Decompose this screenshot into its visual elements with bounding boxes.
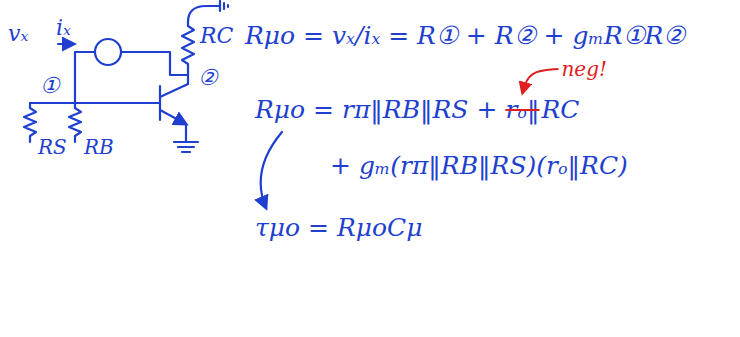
- transistor-collector: [160, 84, 188, 97]
- leader-arrow: [261, 132, 282, 208]
- node-number: ①: [40, 74, 60, 98]
- ground-symbol: [220, 1, 228, 11]
- resistor-label: RC: [200, 24, 233, 48]
- correction-arrow: [522, 69, 558, 93]
- resistor-label: RB: [84, 136, 114, 158]
- signal-name: iₓ: [56, 16, 71, 40]
- equation: + gₘ(rπ‖RB‖RS)(rₒ‖RC): [330, 152, 628, 180]
- resistor-symbol: [69, 103, 81, 142]
- crossed-term: rₒ‖: [505, 96, 539, 124]
- signal-name: vₓ: [8, 22, 28, 46]
- ground-symbol: [174, 142, 198, 152]
- equation: RC: [541, 96, 579, 124]
- equation: Rμo = rπ‖RB‖RS +: [255, 96, 497, 124]
- equation: Rμo = vₓ/iₓ = R① + R② + gₘR①R②: [245, 22, 685, 50]
- emitter-wire: [185, 124, 187, 142]
- resistor-symbol: [24, 103, 36, 142]
- current-arrow: [58, 43, 74, 45]
- base-wire: [30, 102, 160, 104]
- equation: τμo = RμoCμ: [255, 214, 422, 242]
- source-wire: [121, 52, 188, 75]
- source-wire: [75, 52, 95, 103]
- transistor-emitter: [160, 110, 186, 124]
- node-number: ②: [198, 66, 218, 90]
- correction-note: neg!: [561, 58, 607, 80]
- test-source: [95, 39, 121, 65]
- ground-wire: [188, 6, 220, 22]
- resistor-label: RS: [38, 136, 67, 158]
